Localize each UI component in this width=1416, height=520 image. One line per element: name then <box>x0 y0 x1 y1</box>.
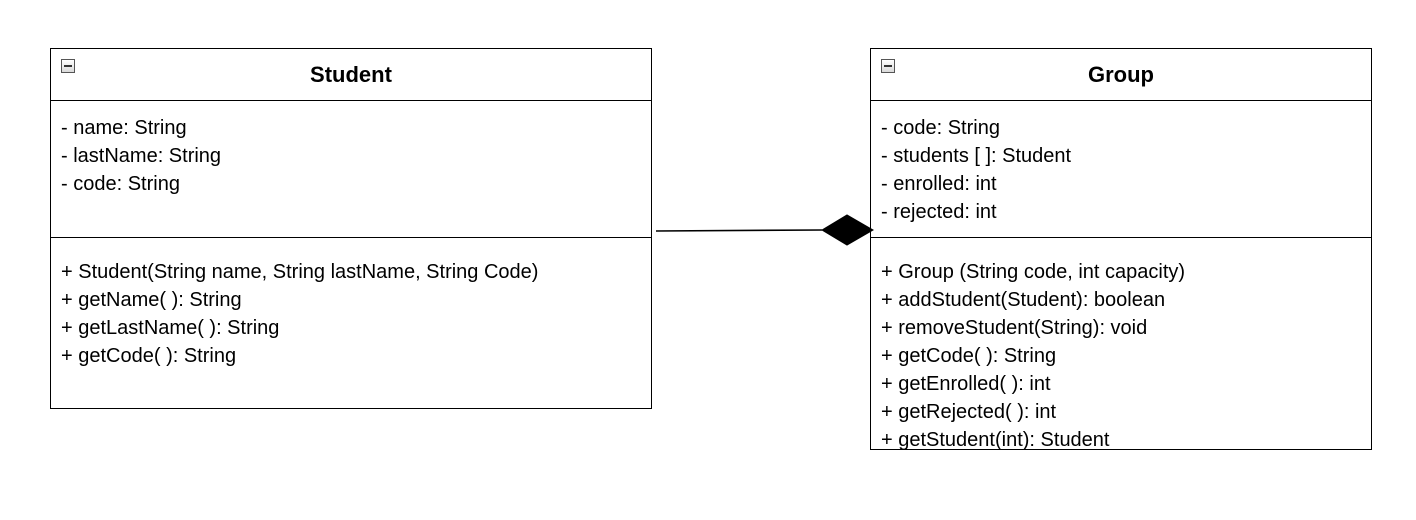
operation: + getCode( ): String <box>61 345 237 367</box>
operation: + getStudent(int): Student <box>881 429 1110 450</box>
operation: + getName( ): String <box>61 289 242 311</box>
attribute: - code: String <box>881 117 1000 139</box>
student-class-name: Student <box>310 62 392 87</box>
attribute: - enrolled: int <box>881 173 997 195</box>
group-class-header: Group <box>871 49 1371 101</box>
group-operations: + Group (String code, int capacity) + ad… <box>871 238 1371 449</box>
collapse-icon[interactable] <box>881 59 895 73</box>
group-attributes: - code: String - students [ ]: Student -… <box>871 101 1371 238</box>
association-line <box>655 229 823 232</box>
student-operations: + Student(String name, String lastName, … <box>51 238 651 408</box>
attribute: - name: String <box>61 117 187 139</box>
operation: + removeStudent(String): void <box>881 317 1148 339</box>
group-class[interactable]: Group - code: String - students [ ]: Stu… <box>870 48 1372 450</box>
attribute: - students [ ]: Student <box>881 145 1072 167</box>
composition-diamond-icon <box>821 214 875 246</box>
operation: + getRejected( ): int <box>881 401 1057 423</box>
operation: + getEnrolled( ): int <box>881 373 1051 395</box>
operation: + addStudent(Student): boolean <box>881 289 1166 311</box>
operation: + getCode( ): String <box>881 345 1057 367</box>
attribute: - lastName: String <box>61 145 222 167</box>
collapse-icon[interactable] <box>61 59 75 73</box>
group-class-name: Group <box>1088 62 1154 87</box>
attribute: - rejected: int <box>881 201 997 223</box>
student-class[interactable]: Student - name: String - lastName: Strin… <box>50 48 652 409</box>
student-attributes: - name: String - lastName: String - code… <box>51 101 651 238</box>
student-class-header: Student <box>51 49 651 101</box>
operation: + Student(String name, String lastName, … <box>61 261 539 283</box>
operation: + getLastName( ): String <box>61 317 280 339</box>
attribute: - code: String <box>61 173 180 195</box>
operation: + Group (String code, int capacity) <box>881 261 1186 283</box>
